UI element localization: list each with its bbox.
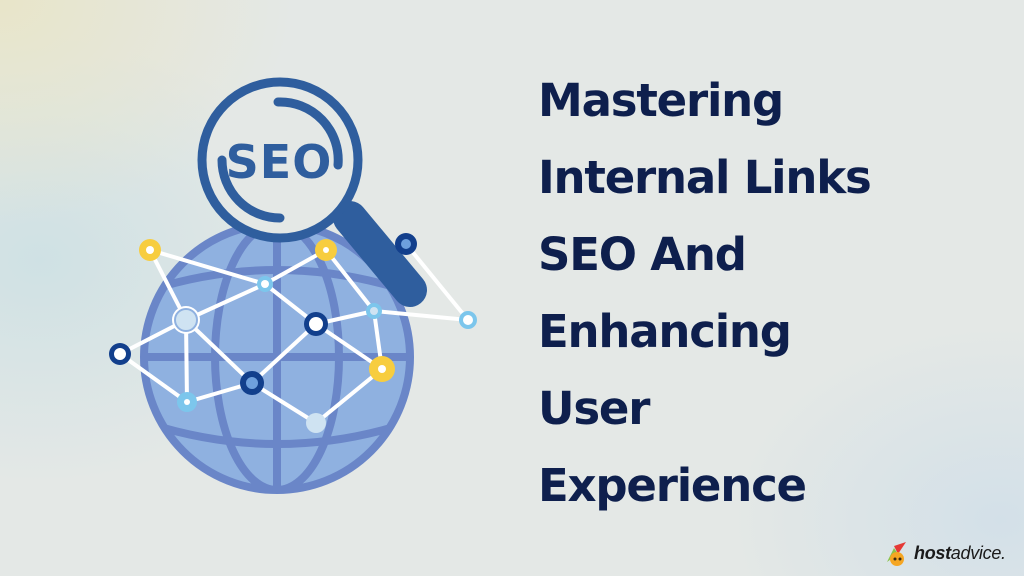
headline: Mastering Internal Links SEO And Enhanci… bbox=[538, 62, 958, 524]
brand-regular: advice. bbox=[950, 542, 1006, 563]
hostadvice-logo: hostadvice. bbox=[884, 538, 1006, 568]
headline-line-2: Internal Links bbox=[538, 151, 872, 204]
headline-line-6: Experience bbox=[538, 459, 807, 512]
seo-label: SEO bbox=[226, 135, 333, 189]
brand-text: hostadvice. bbox=[914, 543, 1006, 564]
brand-bold: host bbox=[914, 542, 951, 563]
headline-line-5: User bbox=[538, 382, 650, 435]
headline-line-4: Enhancing bbox=[538, 305, 792, 358]
headline-line-1: Mastering bbox=[538, 74, 784, 127]
fox-logo-icon bbox=[887, 542, 906, 566]
network-nodes bbox=[109, 233, 477, 433]
magnifying-glass-icon: SEO bbox=[197, 77, 427, 307]
headline-line-3: SEO And bbox=[538, 228, 747, 281]
